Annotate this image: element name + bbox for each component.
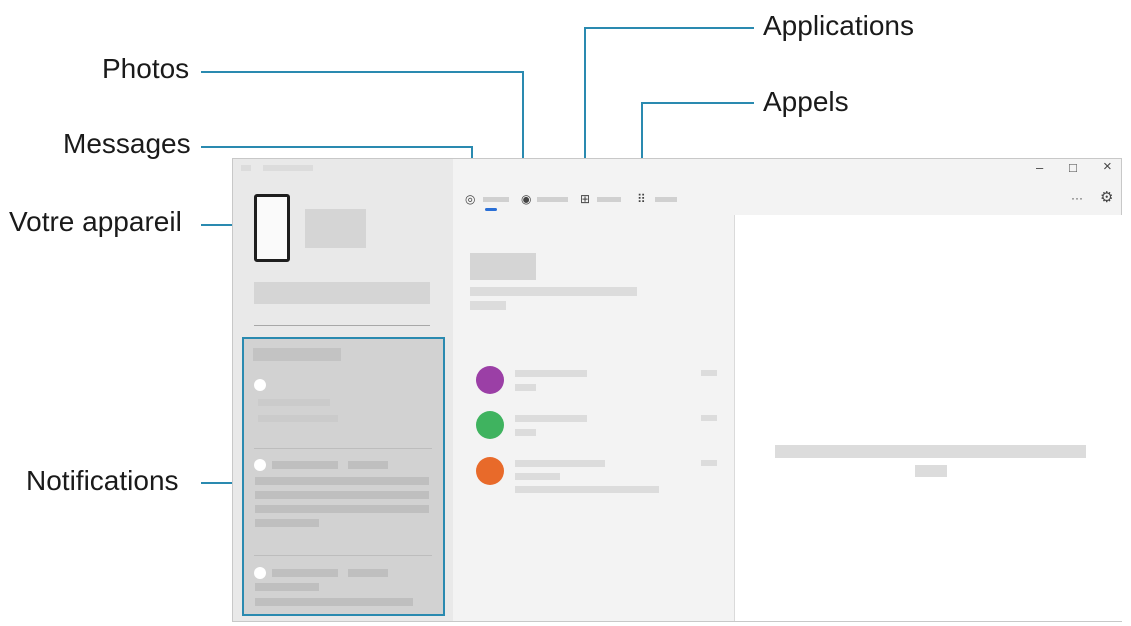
close-button[interactable]: × [1103, 158, 1112, 175]
tab-label-placeholder [483, 197, 509, 202]
message-preview-placeholder [515, 384, 536, 391]
app-title-placeholder [241, 165, 251, 171]
tab-applications[interactable]: ⊞ [580, 192, 628, 210]
app-icon [254, 379, 266, 391]
contact-name-placeholder [515, 370, 587, 377]
leader-line-appels [641, 102, 754, 104]
avatar [476, 366, 504, 394]
callout-photos: Photos [102, 53, 190, 84]
device-status-placeholder [254, 282, 430, 304]
avatar [476, 457, 504, 485]
conversation-list-pane [453, 215, 734, 621]
app-title-placeholder-2 [263, 165, 313, 171]
device-name-placeholder [305, 209, 366, 248]
callout-notifications: Notifications [26, 465, 179, 496]
notification-separator [254, 555, 432, 556]
notification-item[interactable] [244, 451, 443, 551]
sidebar [233, 159, 453, 621]
contact-name-placeholder [515, 415, 587, 422]
active-tab-indicator [485, 208, 497, 211]
leader-line-applications-v [584, 27, 586, 189]
empty-state-placeholder [775, 445, 1086, 458]
list-subheader-placeholder [470, 287, 637, 296]
notification-time-placeholder [348, 461, 388, 469]
tab-photos[interactable]: ◉ [521, 192, 571, 210]
leader-line-applications [584, 27, 754, 29]
conversation-item[interactable] [453, 408, 734, 442]
list-header-placeholder [470, 253, 536, 280]
message-time-placeholder [701, 415, 717, 421]
leader-line-appels-v [641, 102, 643, 189]
tab-label-placeholder [597, 197, 621, 202]
notification-separator [254, 448, 432, 449]
app-icon [254, 459, 266, 471]
messages-icon: ◎ [465, 192, 476, 206]
list-subheader-placeholder [470, 301, 506, 310]
tab-calls[interactable]: ⠿ [637, 192, 685, 210]
notification-text-placeholder [255, 598, 413, 606]
empty-state-placeholder-2 [915, 465, 947, 477]
callout-votre-appareil: Votre appareil [9, 206, 182, 237]
conversation-item[interactable] [453, 363, 734, 397]
tab-label-placeholder [537, 197, 568, 202]
settings-icon[interactable]: ⚙ [1100, 189, 1114, 206]
photos-icon: ◉ [521, 192, 532, 206]
message-time-placeholder [701, 370, 717, 376]
more-options-button[interactable]: ··· [1071, 191, 1083, 205]
notification-item[interactable] [244, 559, 443, 614]
conversation-item[interactable] [453, 454, 734, 498]
message-preview-placeholder [515, 429, 536, 436]
message-time-placeholder [701, 460, 717, 466]
leader-line-messages [201, 146, 473, 148]
sidebar-divider [254, 325, 430, 326]
notification-text-placeholder [255, 505, 429, 513]
device-phone-icon[interactable] [254, 194, 290, 262]
notification-text-placeholder [258, 399, 330, 406]
minimize-button[interactable]: – [1036, 160, 1044, 175]
tab-label-placeholder [655, 197, 677, 202]
leader-line-photos-v [522, 71, 524, 189]
notification-item[interactable] [244, 369, 443, 449]
notification-text-placeholder [255, 519, 319, 527]
callout-applications: Applications [763, 10, 914, 41]
notification-time-placeholder [348, 569, 388, 577]
avatar [476, 411, 504, 439]
notification-text-placeholder [258, 415, 338, 422]
tab-messages[interactable]: ◎ [465, 192, 515, 211]
maximize-button[interactable]: □ [1069, 160, 1077, 175]
leader-line-device [201, 224, 251, 226]
leader-line-photos [201, 71, 524, 73]
notification-text-placeholder [255, 477, 429, 485]
applications-icon: ⊞ [580, 192, 591, 206]
notifications-panel [242, 337, 445, 616]
callout-appels: Appels [763, 86, 849, 117]
callout-messages: Messages [63, 128, 191, 159]
contact-name-placeholder [515, 460, 605, 467]
message-preview-placeholder [515, 473, 560, 480]
notifications-header-placeholder [253, 348, 341, 361]
calls-icon: ⠿ [637, 192, 646, 206]
leader-line-notifications [201, 482, 241, 484]
notification-text-placeholder [255, 491, 429, 499]
notification-title-placeholder [272, 569, 338, 577]
notification-title-placeholder [272, 461, 338, 469]
message-preview-placeholder [515, 486, 659, 493]
detail-pane [734, 215, 1122, 621]
app-icon [254, 567, 266, 579]
notification-text-placeholder [255, 583, 319, 591]
app-window: ◎ ◉ ⊞ ⠿ – □ × ··· ⚙ [232, 158, 1122, 622]
